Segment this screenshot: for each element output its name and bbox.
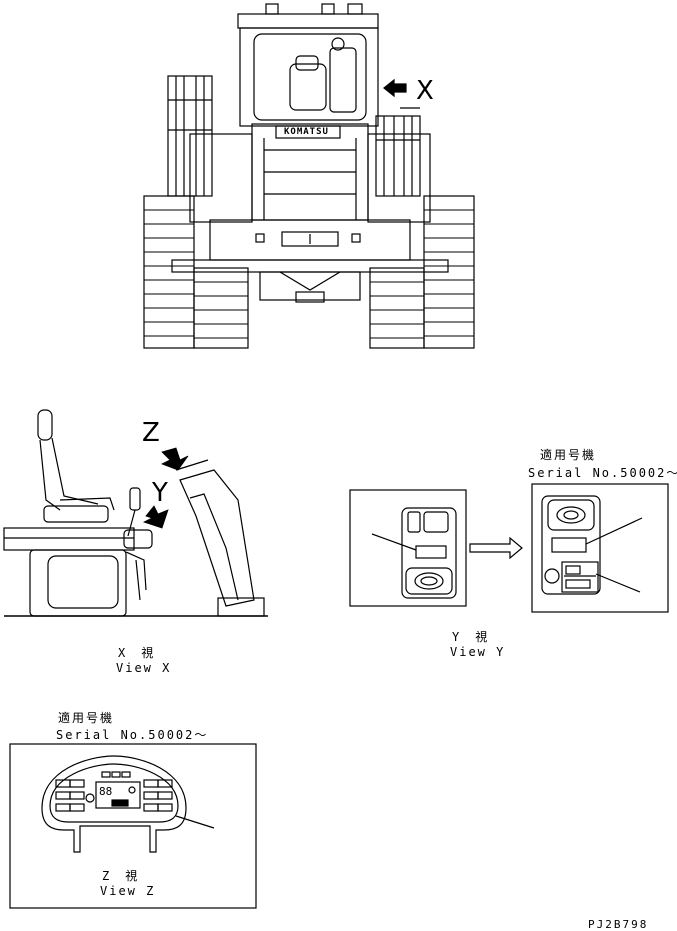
arrow-y-letter: Y: [152, 478, 168, 508]
komatsu-logo: KOMATSU: [284, 127, 329, 137]
bulldozer-front-view: [143, 3, 475, 349]
view-x-caption-jp: X 視: [118, 646, 156, 660]
view-z-caption-jp: Z 視: [102, 869, 140, 883]
serial-z-jp: 適用号機: [58, 711, 115, 725]
serial-z-en: Serial No.50002～: [56, 728, 209, 742]
view-y-caption-jp: Y 視: [452, 630, 490, 644]
view-y-panel-revised: [531, 483, 669, 613]
drawing-code: PJ2B798: [588, 918, 649, 931]
gauge-digital-display: 88: [99, 785, 113, 798]
view-z-caption-en: View Z: [100, 884, 156, 898]
view-z-panel: [9, 743, 257, 909]
view-y-panel: [349, 489, 523, 607]
view-x-caption-en: View X: [116, 661, 172, 675]
serial-y-en: Serial No.50002～: [528, 466, 677, 480]
view-x-arrow-letter: X: [416, 76, 434, 106]
arrow-z-letter: Z: [142, 418, 160, 448]
serial-y-jp: 適用号機: [540, 448, 597, 462]
view-y-caption-en: View Y: [450, 645, 506, 659]
cab-side-view: [3, 409, 268, 617]
